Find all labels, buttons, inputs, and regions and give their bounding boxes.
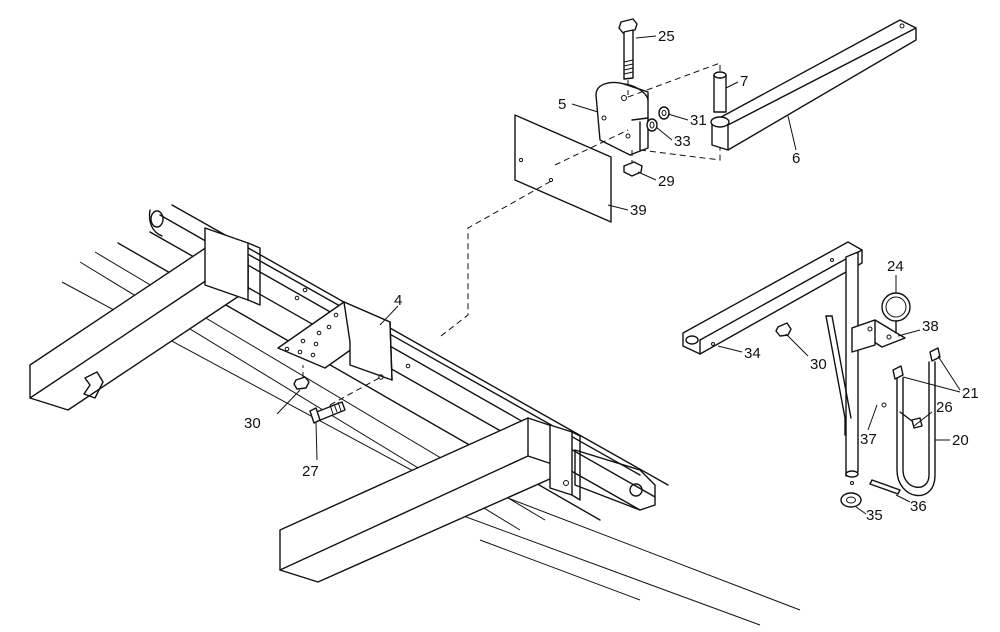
rod-37 <box>825 315 852 436</box>
arm-34 <box>682 241 863 355</box>
nut-30-right <box>775 322 792 337</box>
callout-37: 37 <box>860 431 877 448</box>
nut-31 <box>658 106 670 120</box>
callout-30-left: 30 <box>244 415 261 432</box>
bolt-27 <box>309 401 346 424</box>
washer-33 <box>646 118 658 132</box>
nut-29 <box>623 161 643 177</box>
bolt-25 <box>618 18 638 80</box>
bracket-4 <box>277 301 393 381</box>
arm-6 <box>710 19 917 151</box>
main-frame <box>29 204 801 626</box>
callout-33: 33 <box>674 133 691 150</box>
callout-39: 39 <box>630 202 647 219</box>
assembly-lines <box>302 62 721 406</box>
plate-39 <box>514 114 612 223</box>
leader-lines <box>276 35 961 515</box>
callout-21: 21 <box>962 385 979 402</box>
washer-35 <box>840 492 862 508</box>
hole-37 <box>881 402 887 408</box>
tube-20 <box>896 361 936 497</box>
callout-35: 35 <box>866 507 883 524</box>
callout-20: 20 <box>952 432 969 449</box>
pin-7 <box>713 71 727 113</box>
nut-30-left <box>293 376 310 390</box>
callout-25: 25 <box>658 28 675 45</box>
fittings-21 <box>892 347 941 380</box>
callout-31: 31 <box>690 112 707 129</box>
callout-4: 4 <box>394 292 402 309</box>
callout-38: 38 <box>922 318 939 335</box>
callout-24: 24 <box>887 258 904 275</box>
callout-30-right: 30 <box>810 356 827 373</box>
pin-36 <box>869 479 901 495</box>
callout-5: 5 <box>558 96 566 113</box>
upright-post <box>845 251 859 485</box>
callout-labels: 25 7 5 31 33 6 29 39 4 30 27 24 38 34 30… <box>244 28 979 524</box>
callout-7: 7 <box>740 73 748 90</box>
callout-29: 29 <box>658 173 675 190</box>
gauge-24 <box>881 292 911 334</box>
hinge-block-5 <box>595 81 649 156</box>
bracket-38 <box>851 319 906 353</box>
callout-26: 26 <box>936 399 953 416</box>
callout-34: 34 <box>744 345 761 362</box>
callout-36: 36 <box>910 498 927 515</box>
callout-6: 6 <box>792 150 800 167</box>
callout-27: 27 <box>302 463 319 480</box>
